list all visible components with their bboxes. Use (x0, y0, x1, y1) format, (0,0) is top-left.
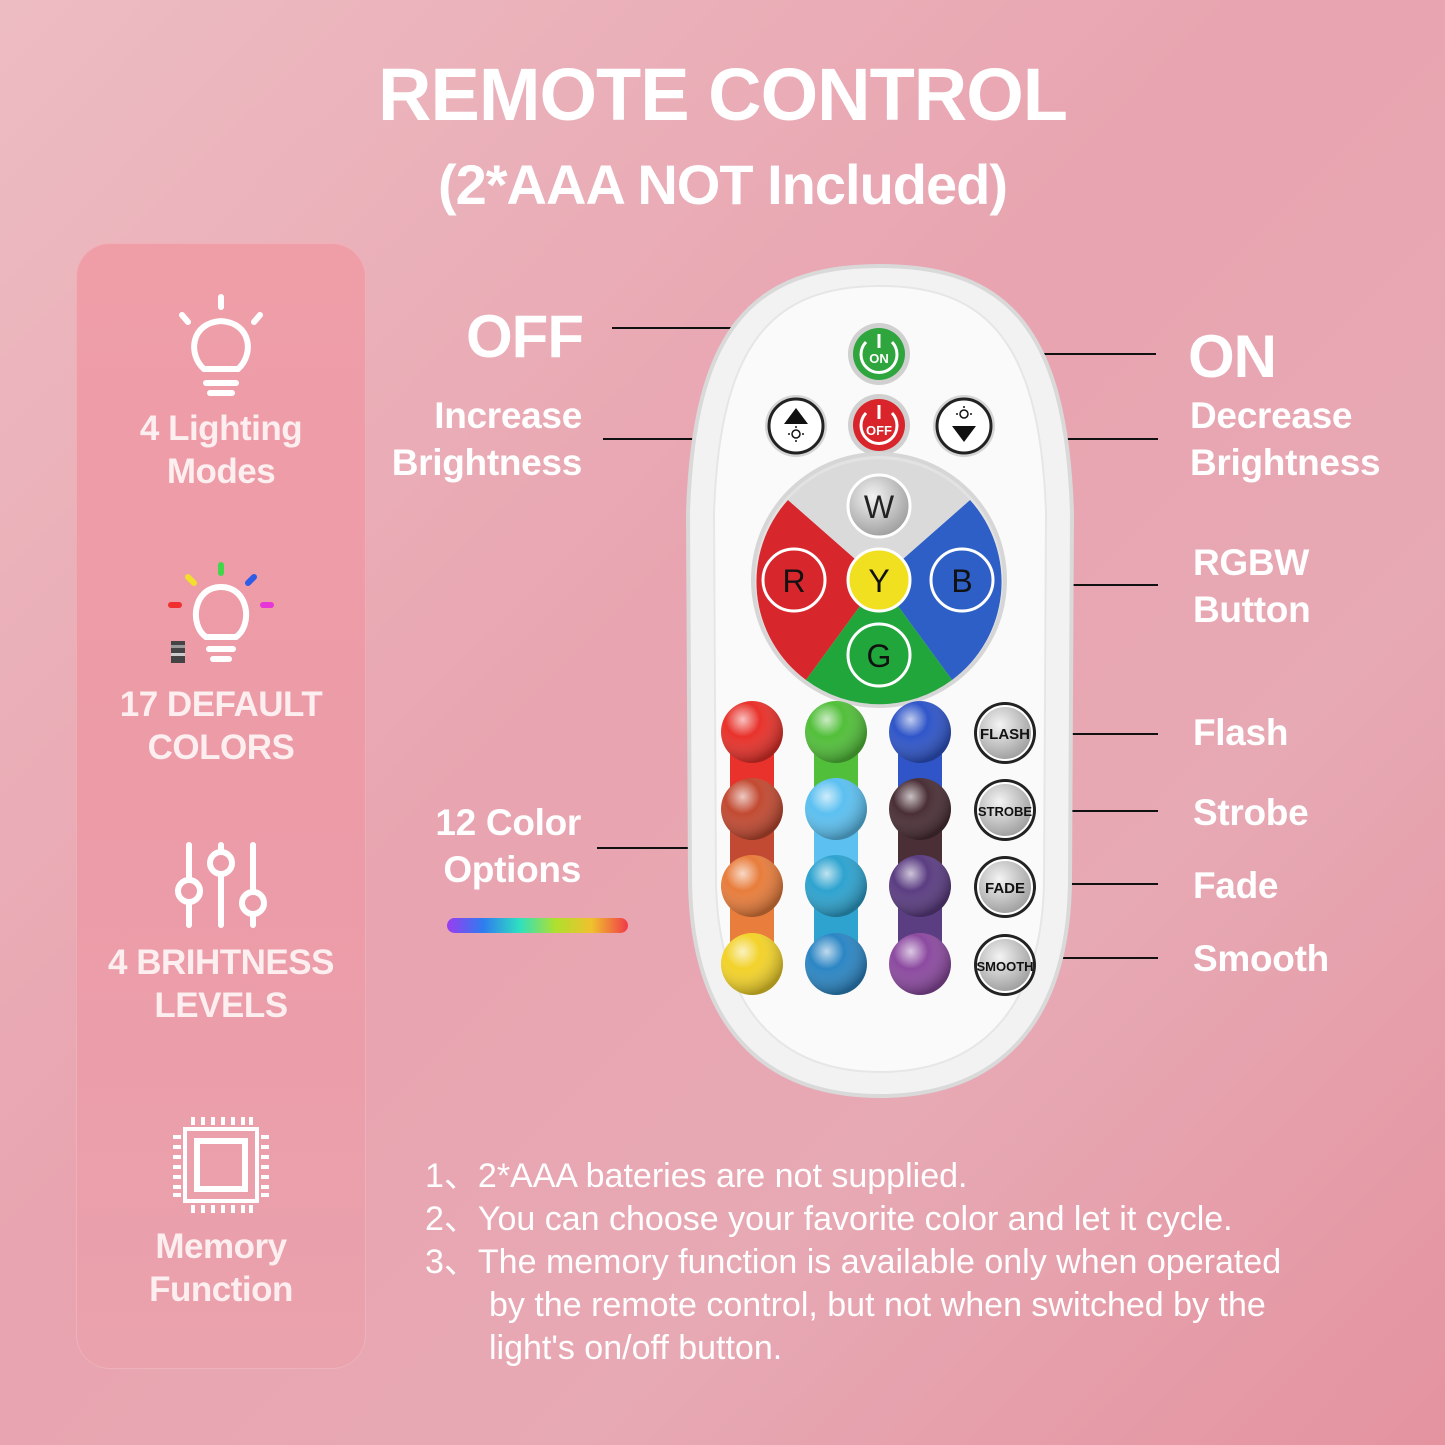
feature-label: LEVELS (154, 986, 288, 1025)
color-button[interactable] (805, 778, 867, 840)
callout-on: ON (1188, 323, 1277, 390)
feature-label: 17 DEFAULT (119, 685, 323, 724)
callout-increase-brightness: Increase Brightness (360, 392, 583, 486)
note-line: 1、2*AAA bateries are not supplied. (425, 1157, 968, 1195)
brightness-down-button[interactable] (933, 395, 995, 457)
color-button[interactable] (889, 933, 951, 995)
color-button[interactable] (805, 855, 867, 917)
page-title: REMOTE CONTROL (378, 53, 1068, 136)
callout-flash: Flash (1193, 712, 1289, 753)
color-button[interactable] (889, 701, 951, 763)
feature-lighting-modes: 4 Lighting Modes (76, 291, 366, 493)
y-button-label: Y (868, 563, 889, 599)
callout-fade: Fade (1193, 865, 1279, 906)
smooth-button[interactable]: SMOOTH (974, 934, 1036, 996)
color-button[interactable] (805, 933, 867, 995)
callout-text: Brightness (1190, 442, 1381, 483)
y-button[interactable]: Y (846, 547, 912, 613)
flash-button[interactable]: FLASH (974, 702, 1036, 764)
off-button[interactable]: OFF (848, 394, 910, 456)
color-button[interactable] (721, 701, 783, 763)
chip-icon (173, 1117, 269, 1213)
note-line: 3、The memory function is available only … (425, 1243, 1282, 1281)
r-button-label: R (782, 563, 805, 599)
callout-text: Increase (434, 395, 582, 436)
color-button[interactable] (889, 778, 951, 840)
w-button-label: W (864, 489, 895, 525)
callout-text: RGBW (1193, 542, 1309, 583)
off-button-label: OFF (866, 423, 892, 438)
rainbow-bar (447, 918, 628, 933)
brightness-up-button[interactable] (765, 395, 827, 457)
note-line: light's on/off button. (489, 1329, 783, 1367)
callout-smooth: Smooth (1193, 938, 1329, 979)
color-bulb-icon (168, 562, 274, 663)
b-button[interactable]: B (929, 547, 995, 613)
feature-label: Function (149, 1270, 293, 1309)
note-line: by the remote control, but not when swit… (489, 1286, 1266, 1324)
g-button[interactable]: G (846, 622, 912, 688)
callout-text: Brightness (391, 442, 583, 483)
feature-label: 4 BRIHTNESS (108, 943, 334, 982)
feature-label: COLORS (147, 728, 295, 767)
smooth-button-label: SMOOTH (976, 959, 1033, 974)
callout-rgbw-button: RGBW Button (1193, 539, 1311, 633)
w-button[interactable]: W (846, 473, 912, 539)
feature-memory-function: Memory Function (76, 1115, 366, 1311)
callout-text: 12 Color (435, 802, 581, 843)
feature-label: 4 Lighting (139, 409, 303, 448)
feature-label: Memory (155, 1227, 287, 1266)
strobe-button[interactable]: STROBE (974, 779, 1036, 841)
fade-button-label: FADE (985, 880, 1025, 897)
note-line: 2、You can choose your favorite color and… (425, 1200, 1233, 1238)
callout-text: Button (1193, 589, 1311, 630)
lightbulb-icon (179, 294, 263, 396)
color-button[interactable] (721, 778, 783, 840)
remote-control: ON OFF W R Y (685, 263, 1075, 1099)
r-button[interactable]: R (761, 547, 827, 613)
feature-label: Modes (166, 452, 276, 491)
feature-brightness-levels: 4 BRIHTNESS LEVELS (76, 839, 366, 1027)
on-button[interactable]: ON (848, 323, 910, 385)
b-button-label: B (951, 563, 972, 599)
color-button[interactable] (889, 855, 951, 917)
sliders-icon (175, 842, 267, 928)
color-button[interactable] (805, 701, 867, 763)
color-button[interactable] (721, 933, 783, 995)
fade-button[interactable]: FADE (974, 856, 1036, 918)
notes: 1、2*AAA bateries are not supplied. 2、You… (425, 1155, 1425, 1370)
g-button-label: G (867, 638, 892, 674)
flash-button-label: FLASH (980, 726, 1030, 743)
strobe-button-label: STROBE (978, 804, 1033, 819)
on-button-label: ON (869, 351, 889, 366)
feature-panel: 4 Lighting Modes 17 DEFAULT COLORS (76, 243, 366, 1369)
feature-default-colors: 17 DEFAULT COLORS (76, 561, 366, 769)
page-subtitle: (2*AAA NOT Included) (437, 153, 1008, 216)
callout-text: Decrease (1190, 395, 1353, 436)
callout-strobe: Strobe (1193, 792, 1309, 833)
color-button[interactable] (721, 855, 783, 917)
color-buttons (721, 701, 951, 995)
callout-text: Options (443, 849, 581, 890)
callout-off: OFF (466, 303, 584, 370)
callout-decrease-brightness: Decrease Brightness (1190, 392, 1381, 486)
callout-color-options: 12 Color Options (400, 799, 581, 893)
